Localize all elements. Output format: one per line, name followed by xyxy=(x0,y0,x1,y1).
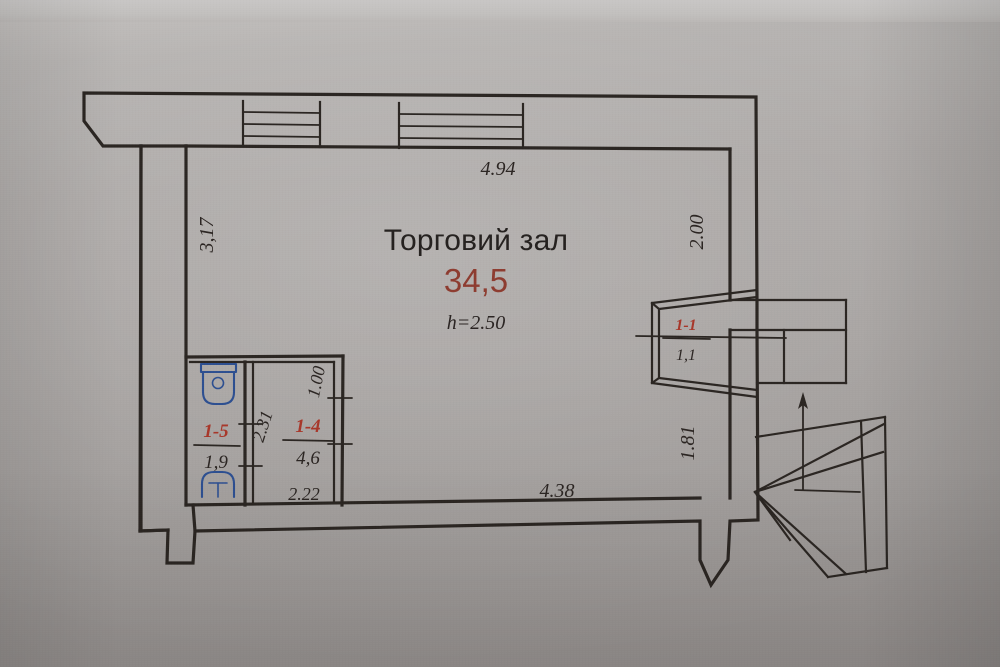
dimension-inner-bottom: 2.22 xyxy=(288,484,320,504)
window-right xyxy=(397,101,525,150)
wall-piers xyxy=(138,503,197,533)
wall-inner-faces xyxy=(139,144,732,533)
interior-partitions xyxy=(184,354,353,507)
room-label-1-4: 1-4 4,6 xyxy=(282,416,335,469)
main-room-name: Торговий зал xyxy=(384,224,568,257)
toilet-icon xyxy=(199,362,238,406)
window-left xyxy=(241,99,322,149)
dimension-top: 4.94 xyxy=(481,158,516,180)
room-area-1-1: 1,1 xyxy=(676,347,696,364)
room-code-1-1: 1-1 xyxy=(675,317,696,334)
dimension-right-lower: 1.81 xyxy=(677,426,699,461)
main-room-height: h=2.50 xyxy=(447,312,506,334)
room-code-1-5: 1-5 xyxy=(203,421,229,442)
dimension-bottom: 4.38 xyxy=(540,480,575,502)
dimension-right-upper: 2.00 xyxy=(686,215,708,250)
dimension-inner-small-vertical: 1.00 xyxy=(303,364,329,399)
entrance-tambour xyxy=(635,288,848,399)
room-label-1-5: 1-5 1,9 xyxy=(193,421,241,473)
staircase xyxy=(753,392,889,579)
room-label-1-1: 1-1 1,1 xyxy=(662,317,711,364)
washbasin-icon xyxy=(200,470,236,499)
photo-top-band xyxy=(0,0,1000,22)
room-area-1-4: 4,6 xyxy=(296,448,320,469)
room-area-1-5: 1,9 xyxy=(204,452,228,473)
dimension-left: 3,17 xyxy=(196,217,218,254)
room-code-1-4: 1-4 xyxy=(295,416,320,437)
main-room-area: 34,5 xyxy=(444,262,508,299)
